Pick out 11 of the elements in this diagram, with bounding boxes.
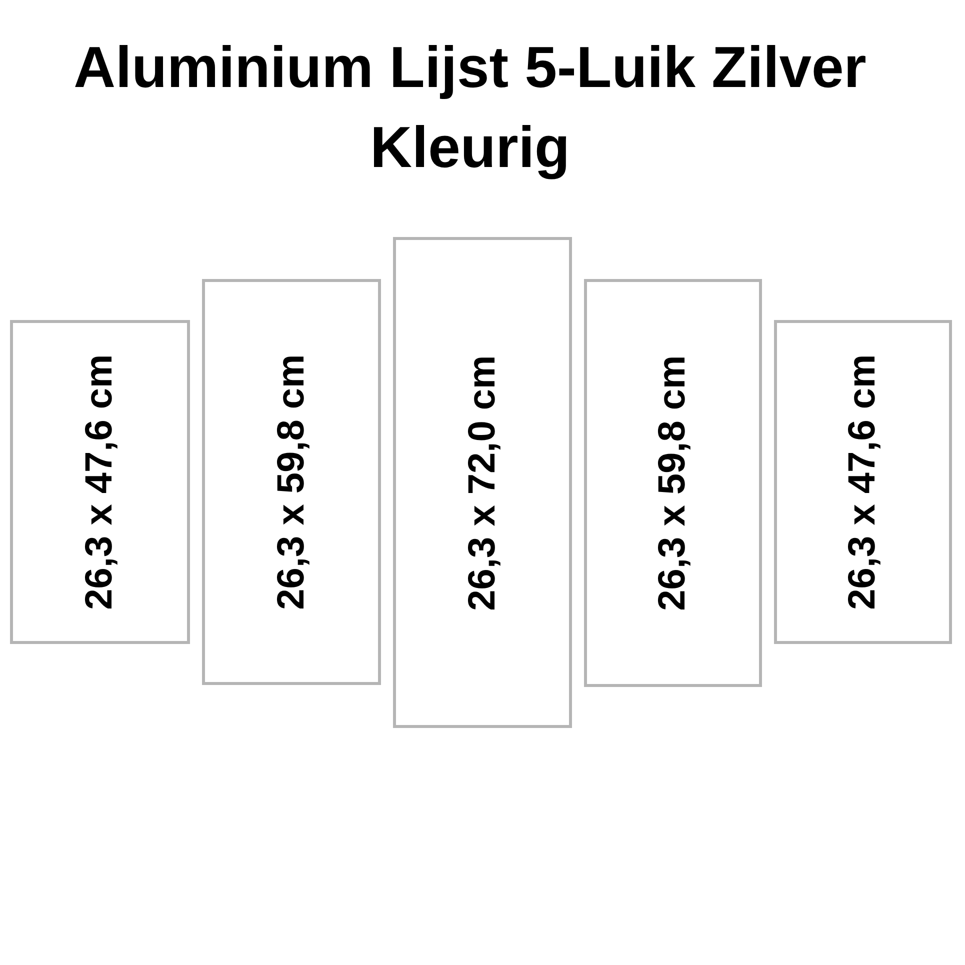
dimension-text: 26,3 x 47,6 cm <box>78 354 122 610</box>
frame-panel <box>202 279 381 685</box>
dimension-text: 26,3 x 72,0 cm <box>461 354 504 610</box>
frame-panel <box>584 279 762 687</box>
dimension-text: 26,3 x 59,8 cm <box>652 355 694 611</box>
dimension-text: 26,3 x 59,8 cm <box>270 354 313 610</box>
frame-panel <box>10 320 190 644</box>
frame-panel <box>774 320 952 644</box>
title: Aluminium Lijst 5-Luik Zilver Kleurig <box>72 34 868 182</box>
frame-panel <box>393 237 572 728</box>
dimension-text: 26,3 x 47,6 cm <box>842 354 884 610</box>
